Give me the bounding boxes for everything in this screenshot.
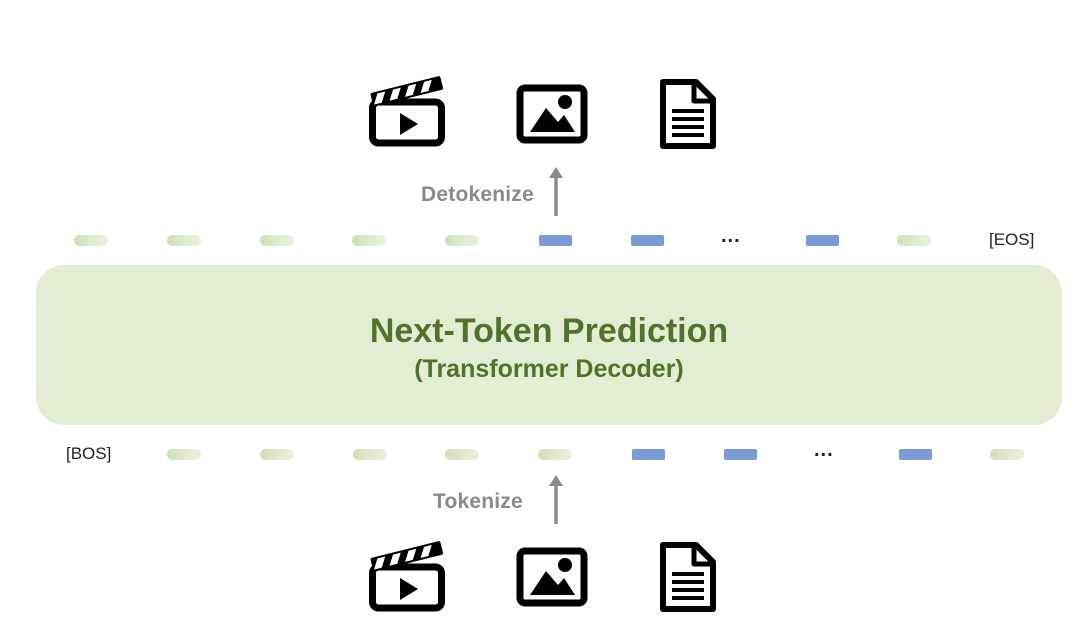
output-visual-token [806, 235, 839, 246]
transformer-decoder-block: Next-Token Prediction (Transformer Decod… [36, 265, 1062, 425]
decoder-subtitle: (Transformer Decoder) [414, 355, 684, 383]
image-icon [516, 84, 588, 144]
input-visual-token [632, 449, 665, 460]
output-visual-token [631, 235, 664, 246]
output-visual-token [539, 235, 572, 246]
input-visual-token [724, 449, 757, 460]
tokenize-label: Tokenize [433, 490, 523, 513]
input-text-token [260, 449, 294, 460]
input-modalities [0, 537, 1080, 617]
video-clapperboard-icon [369, 76, 445, 147]
input-visual-token [899, 449, 932, 460]
output-text-token [352, 235, 386, 246]
eos-token-label: [EOS] [989, 230, 1035, 249]
decoder-title: Next-Token Prediction [369, 312, 729, 350]
input-text-token [445, 449, 479, 460]
output-modalities [0, 72, 1080, 152]
output-ellipsis: ... [721, 225, 741, 247]
bos-token-label: [BOS] [66, 444, 112, 463]
output-text-token [74, 235, 108, 246]
video-clapperboard-icon [369, 541, 445, 612]
tokenize-arrow-icon [549, 475, 563, 524]
detokenize-label: Detokenize [421, 183, 534, 206]
input-text-token [353, 449, 387, 460]
output-text-token [897, 235, 931, 246]
input-text-token [538, 449, 572, 460]
output-text-token [260, 235, 294, 246]
input-text-token [990, 449, 1024, 460]
input-ellipsis: ... [814, 439, 834, 461]
document-icon [660, 79, 716, 149]
output-text-token [167, 235, 201, 246]
document-icon [660, 542, 716, 612]
image-icon [516, 547, 588, 607]
detokenize-arrow-icon [549, 167, 563, 216]
input-text-token [167, 449, 201, 460]
output-text-token [445, 235, 479, 246]
